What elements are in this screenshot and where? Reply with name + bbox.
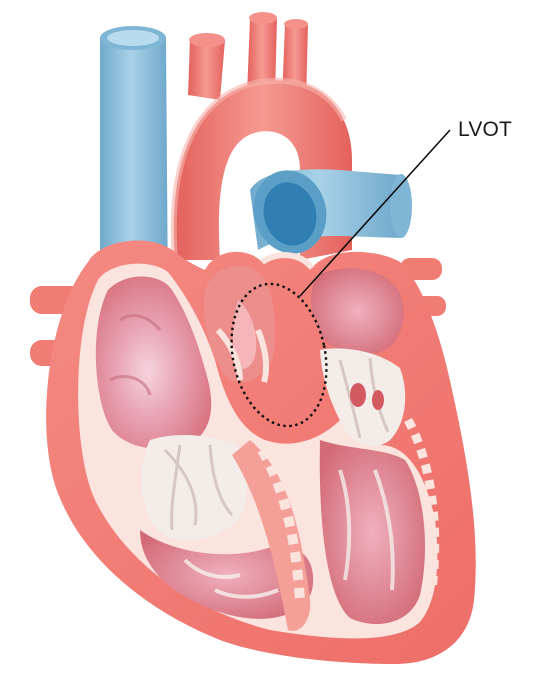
tricuspid-valve [141, 435, 247, 541]
lvot-label: LVOT [458, 118, 512, 142]
